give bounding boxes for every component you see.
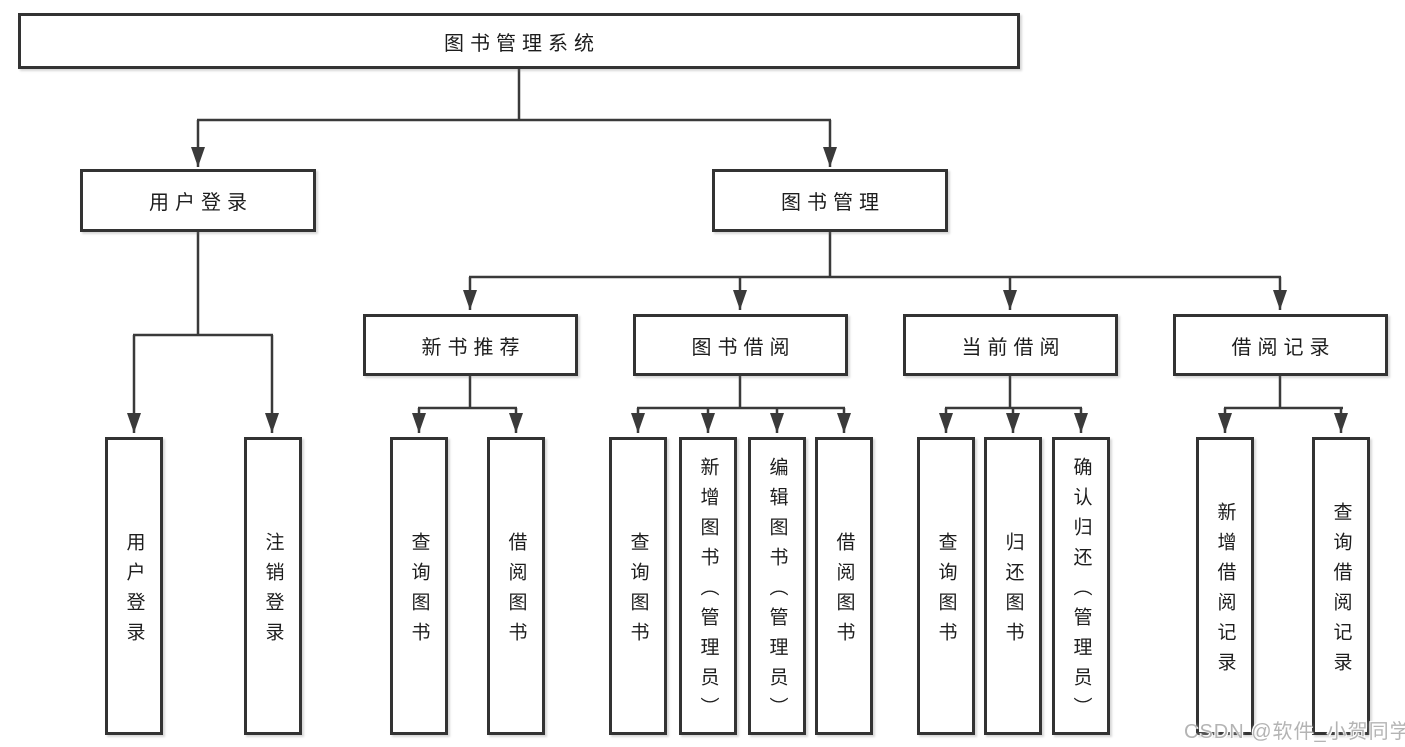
node-book-borrowing: 图书借阅 — [633, 314, 848, 376]
node-new-book-recommendation: 新书推荐 — [363, 314, 578, 376]
leaf-query-books-current: 查询图书 — [917, 437, 975, 735]
node-label: 用户登录 — [123, 531, 145, 652]
leaf-query-books-recommend: 查询图书 — [390, 437, 448, 735]
node-label: 借阅记录 — [1231, 336, 1336, 359]
node-label: 用户登录 — [149, 192, 253, 214]
node-label: 图书管理 — [781, 192, 885, 214]
leaf-return-book: 归还图书 — [984, 437, 1042, 735]
node-label: 归还图书 — [1002, 531, 1024, 652]
node-borrowing-records: 借阅记录 — [1173, 314, 1388, 376]
node-label: 查询图书 — [935, 531, 957, 652]
node-book-management: 图书管理 — [712, 169, 948, 232]
leaf-user-login: 用户登录 — [105, 437, 163, 735]
node-user-login: 用户登录 — [80, 169, 316, 232]
node-label: 查询图书 — [627, 531, 649, 652]
node-label: 新增借阅记录 — [1214, 501, 1236, 682]
node-library-management-system: 图书管理系统 — [18, 13, 1020, 69]
node-label: 图书借阅 — [691, 336, 796, 359]
leaf-query-borrow-record: 查询借阅记录 — [1312, 437, 1370, 735]
node-label: 查询图书 — [408, 531, 430, 652]
leaf-add-book-admin: 新增图书（管理员） — [679, 437, 737, 735]
leaf-logout-login: 注销登录 — [244, 437, 302, 735]
leaf-confirm-return-admin: 确认归还（管理员） — [1052, 437, 1110, 735]
node-label: 新书推荐 — [421, 336, 526, 359]
node-label: 图书管理系统 — [444, 32, 600, 55]
csdn-watermark: CSDN @软件_小贺同学 — [1184, 721, 1405, 743]
node-label: 确认归还（管理员） — [1070, 456, 1092, 727]
node-label: 借阅图书 — [505, 531, 527, 652]
leaf-borrow-books-recommend: 借阅图书 — [487, 437, 545, 735]
leaf-add-borrow-record: 新增借阅记录 — [1196, 437, 1254, 735]
node-label: 注销登录 — [262, 531, 284, 652]
node-label: 当前借阅 — [961, 336, 1066, 359]
node-label: 查询借阅记录 — [1330, 501, 1352, 682]
node-label: 编辑图书（管理员） — [766, 456, 788, 727]
leaf-edit-book-admin: 编辑图书（管理员） — [748, 437, 806, 735]
leaf-query-books-borrowing: 查询图书 — [609, 437, 667, 735]
leaf-borrow-books-borrowing: 借阅图书 — [815, 437, 873, 735]
node-label: 新增图书（管理员） — [697, 456, 719, 727]
node-current-borrowing: 当前借阅 — [903, 314, 1118, 376]
node-label: 借阅图书 — [833, 531, 855, 652]
